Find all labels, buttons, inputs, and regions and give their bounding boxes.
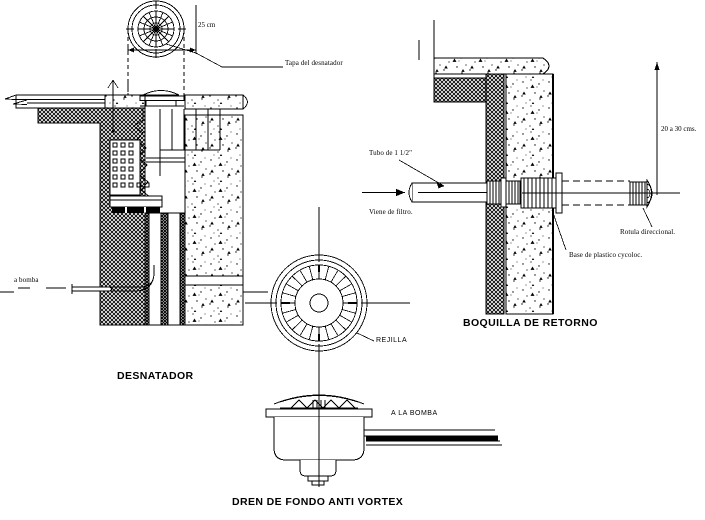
- equalizer-pipe: [184, 275, 244, 286]
- skimmer-throat: [109, 109, 163, 213]
- annotation-rejilla: REJILLA: [376, 337, 408, 344]
- lid-leader: [165, 43, 283, 68]
- drain-body-elevation: [265, 393, 502, 487]
- skimmer-body-column: [144, 212, 186, 326]
- detail-title-dren-de-fondo-anti-vortex: DREN DE FONDO ANTI VORTEX: [232, 496, 404, 508]
- hidden-outline: [562, 180, 630, 206]
- skimmer-lid-section: [139, 90, 185, 107]
- return-coping: [433, 57, 550, 75]
- skimmer-lid-plan: [126, 0, 186, 58]
- supply-pipe: [362, 182, 488, 203]
- detail-title-desnatador: DESNATADOR: [117, 370, 194, 382]
- return-dimension: [553, 62, 680, 195]
- rotula-direccional: [629, 178, 653, 209]
- suction-pipe-to-pump: [18, 265, 155, 294]
- step-lines: [146, 109, 221, 176]
- return-deck-slab: [433, 77, 487, 103]
- annotation-dimension-tapa: 25 cm: [198, 21, 216, 29]
- annotation-tapa-del-desnatador: Tapa del desnatador: [285, 59, 343, 67]
- annotation-viene-de-filtro: Viene de filtro.: [369, 208, 413, 216]
- annotation-dimension-20-a-30: 20 a 30 cms.: [661, 125, 697, 133]
- annotation-a-bomba: a bomba: [14, 276, 39, 284]
- annotation-base-de-plastico-cycoloc: Base de plastico cycoloc.: [569, 251, 643, 259]
- annotation-tubo-1-1-2: Tubo de 1 1/2": [369, 149, 413, 157]
- detail-title-boquilla-de-retorno: BOQUILLA DE RETORNO: [463, 317, 598, 329]
- pool-shell-concrete: [184, 114, 244, 326]
- centre-lines: [0, 79, 268, 293]
- annotation-rotula-direccional: Rotula direccional.: [620, 228, 676, 236]
- annotation-a-la-bomba: A LA BOMBA: [391, 410, 438, 417]
- projection-lines: [127, 30, 185, 96]
- return-leaders: [398, 159, 653, 251]
- drain-grate-plan: [245, 207, 410, 393]
- threaded-nipple: [486, 177, 521, 208]
- deck-slab: [4, 94, 106, 109]
